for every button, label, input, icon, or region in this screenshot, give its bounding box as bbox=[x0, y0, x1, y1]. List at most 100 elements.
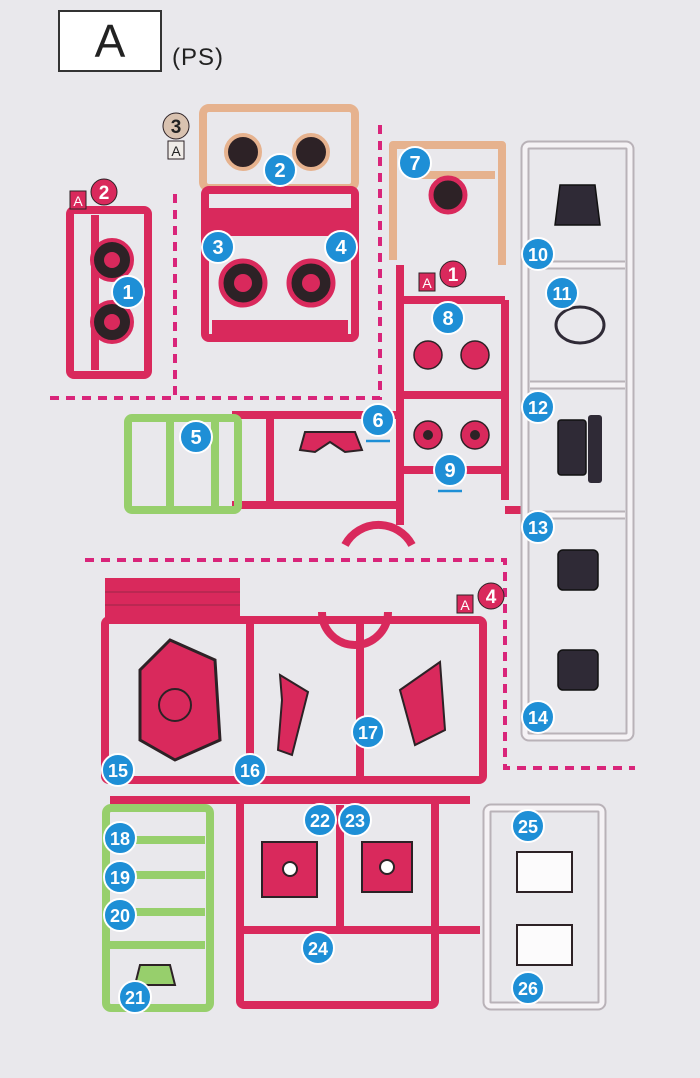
part-badge-22: 22 bbox=[303, 803, 337, 837]
tag-circle bbox=[439, 260, 467, 288]
badge-circle bbox=[521, 700, 555, 734]
part-badge-20: 20 bbox=[103, 898, 137, 932]
badge-circle bbox=[103, 898, 137, 932]
part-number: 10 bbox=[528, 245, 548, 265]
badge-circle bbox=[103, 821, 137, 855]
badge-circle bbox=[101, 753, 135, 787]
part-badge-21: 21 bbox=[118, 980, 152, 1014]
part-number: 6 bbox=[372, 410, 383, 432]
tag-box bbox=[167, 140, 185, 160]
part-number: 15 bbox=[108, 761, 128, 781]
badge-circle bbox=[511, 971, 545, 1005]
part-number: 21 bbox=[125, 988, 145, 1008]
badge-circle bbox=[118, 980, 152, 1014]
part-badge-10: 10 bbox=[521, 237, 555, 271]
subframe-a3 bbox=[199, 104, 359, 342]
part-number: 23 bbox=[345, 811, 365, 831]
part-badge-3: 3 bbox=[201, 230, 235, 264]
subframe-a2 bbox=[66, 206, 152, 379]
red-lower-frame bbox=[236, 796, 480, 1009]
part-number: 24 bbox=[308, 939, 328, 959]
part-number: 5 bbox=[190, 427, 201, 449]
badge-circle bbox=[521, 390, 555, 424]
badge-circle bbox=[398, 146, 432, 180]
part-number: 25 bbox=[518, 817, 538, 837]
part-badge-8: 8 bbox=[431, 301, 465, 335]
part-number: 12 bbox=[528, 398, 548, 418]
part-badge-23: 23 bbox=[338, 803, 372, 837]
part-number: 2 bbox=[274, 160, 285, 182]
badge-circle bbox=[545, 276, 579, 310]
green-frame bbox=[124, 414, 242, 514]
part-badge-11: 11 bbox=[545, 276, 579, 310]
badge-circle bbox=[263, 153, 297, 187]
badge-circle bbox=[201, 230, 235, 264]
part-badge-7: 7 bbox=[398, 146, 432, 180]
tag-number: 1 bbox=[448, 265, 459, 286]
tag-letter: A bbox=[460, 597, 470, 613]
part-badge-26: 26 bbox=[511, 971, 545, 1005]
tag-number: 3 bbox=[171, 117, 182, 138]
clear-frame-lower bbox=[482, 803, 607, 1011]
part-badge-17: 17 bbox=[351, 715, 385, 749]
part-number: 7 bbox=[409, 153, 420, 175]
part-number: 16 bbox=[240, 761, 260, 781]
big-red-frame bbox=[101, 578, 487, 804]
badge-circle bbox=[511, 809, 545, 843]
badge-circle bbox=[521, 510, 555, 544]
part-badge-16: 16 bbox=[233, 753, 267, 787]
part-number: 26 bbox=[518, 979, 538, 999]
badge-circle bbox=[351, 715, 385, 749]
part-number: 14 bbox=[528, 708, 548, 728]
part-badge-1: 1 bbox=[111, 275, 145, 309]
runner-letter-box: A bbox=[58, 10, 162, 72]
tag-number: 4 bbox=[486, 587, 497, 608]
tag-circle bbox=[477, 582, 505, 610]
tag-box bbox=[418, 272, 436, 292]
part-badge-13: 13 bbox=[521, 510, 555, 544]
tag-number: 2 bbox=[99, 183, 110, 204]
part-number: 8 bbox=[442, 308, 453, 330]
badge-circle bbox=[179, 420, 213, 454]
badge-circle bbox=[233, 753, 267, 787]
part-badge-19: 19 bbox=[103, 860, 137, 894]
part-number: 19 bbox=[110, 868, 130, 888]
subframe-tag-a3: A3 bbox=[162, 112, 190, 160]
part-number: 9 bbox=[444, 460, 455, 482]
part-number: 18 bbox=[110, 829, 130, 849]
part-badge-5: 5 bbox=[179, 420, 213, 454]
part-number: 22 bbox=[310, 811, 330, 831]
tag-box bbox=[456, 594, 474, 614]
clear-frame bbox=[520, 140, 635, 742]
badge-circle bbox=[324, 230, 358, 264]
part-badge-15: 15 bbox=[101, 753, 135, 787]
part-badge-14: 14 bbox=[521, 700, 555, 734]
badge-circle bbox=[361, 403, 395, 437]
material-label: (PS) bbox=[172, 44, 224, 71]
runner-letter: A bbox=[94, 15, 126, 67]
badge-circle bbox=[301, 931, 335, 965]
badge-circle bbox=[433, 453, 467, 487]
part-badge-2: 2 bbox=[263, 153, 297, 187]
tag-letter: A bbox=[171, 143, 181, 159]
part-badge-24: 24 bbox=[301, 931, 335, 965]
badge-circle bbox=[103, 860, 137, 894]
part-badge-6: 6 bbox=[361, 403, 395, 443]
part-badge-25: 25 bbox=[511, 809, 545, 843]
tag-letter: A bbox=[422, 275, 432, 291]
part-badge-12: 12 bbox=[521, 390, 555, 424]
tag-letter: A bbox=[73, 193, 83, 209]
part-number: 17 bbox=[358, 723, 378, 743]
part-number: 4 bbox=[335, 237, 347, 259]
part-number: 3 bbox=[212, 237, 223, 259]
cut-lines bbox=[50, 118, 635, 770]
badge-circle bbox=[431, 301, 465, 335]
badge-circle bbox=[111, 275, 145, 309]
part-number: 13 bbox=[528, 518, 548, 538]
